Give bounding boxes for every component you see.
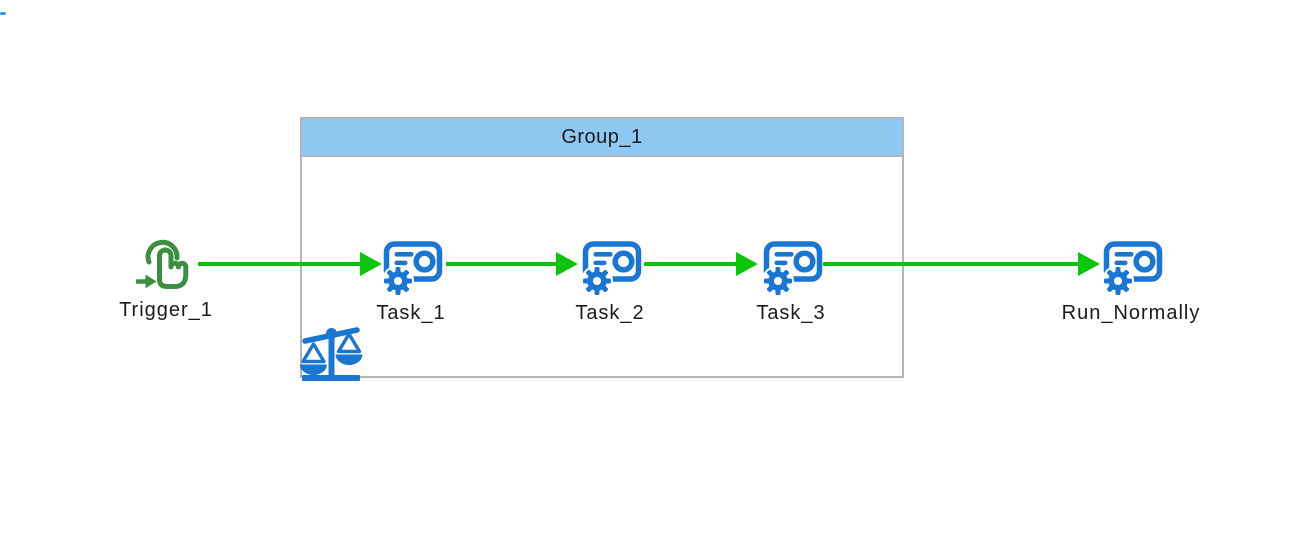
node-label: Run_Normally xyxy=(1061,302,1201,324)
task-gear-icon xyxy=(578,241,642,297)
edge-line xyxy=(198,262,362,266)
corner-dash xyxy=(0,12,6,15)
group-label: Group_1 xyxy=(561,125,643,148)
edge-line xyxy=(644,262,738,266)
scales-icon xyxy=(299,322,363,382)
task-gear-icon xyxy=(379,241,443,297)
node-label: Task_2 xyxy=(575,302,645,324)
edge-trigger-1-to-task-1[interactable] xyxy=(198,252,382,277)
hand-tap-icon xyxy=(135,234,197,294)
edge-task-3-to-run-normally[interactable] xyxy=(823,252,1100,277)
node-task-1[interactable]: Task_1 xyxy=(341,241,481,325)
node-run-normally[interactable]: Run_Normally xyxy=(1051,241,1211,325)
node-trigger-1[interactable]: Trigger_1 xyxy=(86,234,246,322)
group-header[interactable]: Group_1 xyxy=(302,119,902,157)
edge-task-2-to-task-3[interactable] xyxy=(644,252,758,277)
edge-arrowhead-icon xyxy=(360,252,382,276)
edge-arrowhead-icon xyxy=(556,252,578,276)
edge-line xyxy=(823,262,1080,266)
node-label: Task_3 xyxy=(756,302,826,324)
task-gear-icon xyxy=(759,241,823,297)
edge-arrowhead-icon xyxy=(736,252,758,276)
task-gear-icon xyxy=(1099,241,1163,297)
node-task-2[interactable]: Task_2 xyxy=(540,241,680,325)
node-label: Trigger_1 xyxy=(119,299,213,321)
node-task-3[interactable]: Task_3 xyxy=(721,241,861,325)
edge-line xyxy=(446,262,558,266)
edge-task-1-to-task-2[interactable] xyxy=(446,252,578,277)
node-label: Task_1 xyxy=(376,302,446,324)
edge-arrowhead-icon xyxy=(1078,252,1100,276)
